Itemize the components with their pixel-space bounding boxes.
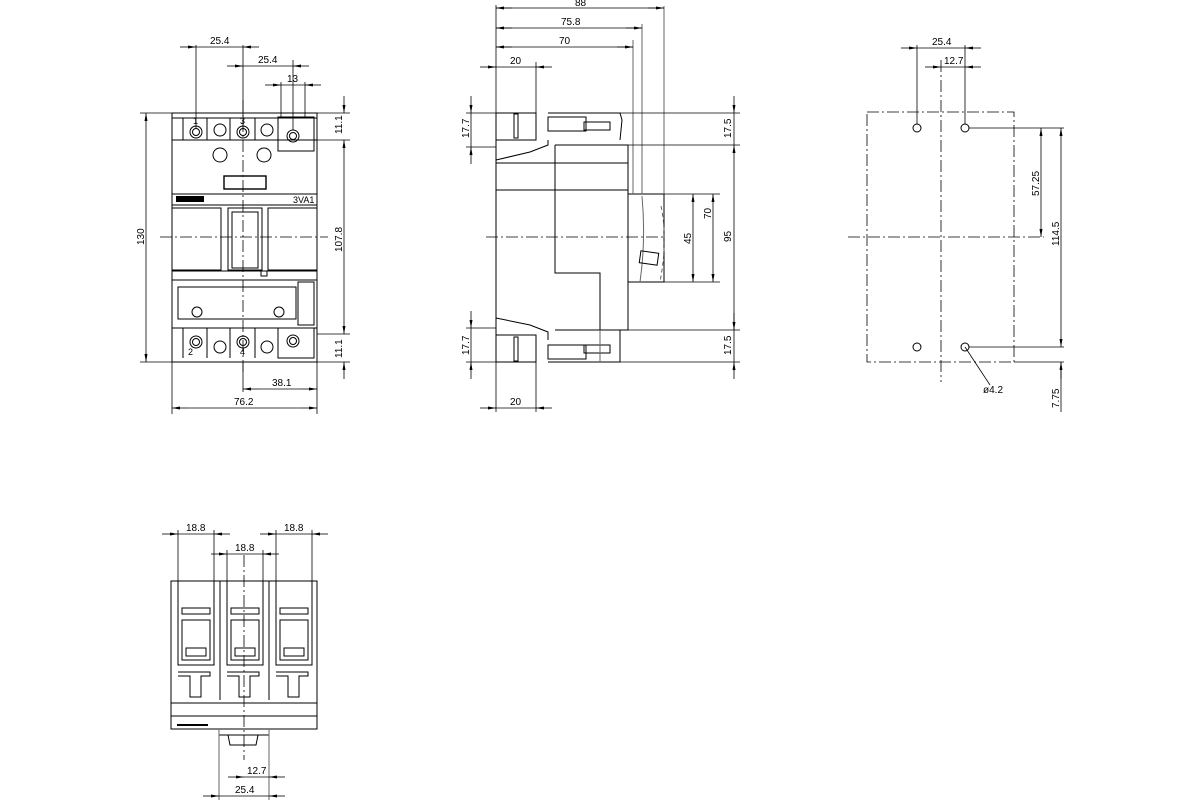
dimension-label: 76.2 — [234, 397, 254, 408]
dimension-label: 95 — [723, 230, 734, 242]
front-dimensions: 25.4 25.4 13 130 — [136, 36, 350, 414]
dimension-label: 12.7 — [247, 766, 267, 777]
dimension-label: 45 — [683, 232, 694, 244]
front-view: 1 3 3VA1 — [136, 36, 350, 414]
dimension-label: 25.4 — [210, 36, 230, 47]
dimension-label: 13 — [287, 74, 299, 85]
dimension-label: 18.8 — [284, 523, 304, 534]
terminal-label: 2 — [188, 347, 193, 357]
dimension-label: 17.7 — [461, 118, 472, 138]
dimension-label: 18.8 — [186, 523, 206, 534]
dimension-label: 75.8 — [561, 17, 581, 28]
dimension-label: 114.5 — [1051, 221, 1062, 246]
dimension-label: 25.4 — [258, 55, 278, 66]
dimension-label: 25.4 — [932, 37, 952, 48]
mounting-view: 25.4 12.7 57.25 114.5 7.75 ø4.2 — [848, 37, 1064, 412]
dimension-label: 11.1 — [334, 115, 345, 134]
dimension-label: 18.8 — [235, 543, 255, 554]
terminal-label: 1 — [193, 116, 198, 126]
dimension-label: 17.5 — [723, 335, 734, 355]
dimension-label: 38.1 — [272, 378, 292, 389]
dimension-label: 17.5 — [723, 118, 734, 138]
dimension-label: 17.7 — [461, 335, 472, 355]
dimension-label: 20 — [510, 397, 522, 408]
side-dimensions: 88 75.8 70 20 20 — [461, 0, 740, 412]
product-label: 3VA1 — [293, 195, 314, 205]
dimension-label: 25.4 — [235, 785, 255, 796]
terminal-label: 3 — [240, 116, 245, 126]
bottom-terminals: 2 4 — [172, 327, 317, 359]
dimension-label: ø4.2 — [983, 385, 1003, 396]
bottom-dimensions: 18.8 18.8 18.8 12.7 25.4 — [162, 523, 328, 798]
dimension-label: 107.8 — [334, 227, 345, 252]
terminal-label: 4 — [240, 347, 245, 357]
mounting-dimensions: 25.4 12.7 57.25 114.5 7.75 ø4.2 — [901, 37, 1064, 412]
dimension-label: 70 — [559, 36, 571, 47]
bottom-view: 18.8 18.8 18.8 12.7 25.4 — [162, 523, 328, 800]
dimension-label: 11.1 — [334, 339, 345, 358]
dimension-label: 7.75 — [1051, 388, 1062, 408]
top-terminals: 1 3 — [182, 116, 315, 152]
dimension-label: 70 — [703, 207, 714, 219]
pole-slots — [177, 580, 313, 698]
dimension-label: 20 — [510, 56, 522, 67]
dimension-label: 57.25 — [1031, 171, 1042, 196]
dimension-label: 88 — [575, 0, 587, 9]
side-view: 88 75.8 70 20 20 — [461, 0, 740, 412]
dimension-label: 12.7 — [944, 56, 964, 67]
dimension-label: 130 — [136, 228, 147, 245]
